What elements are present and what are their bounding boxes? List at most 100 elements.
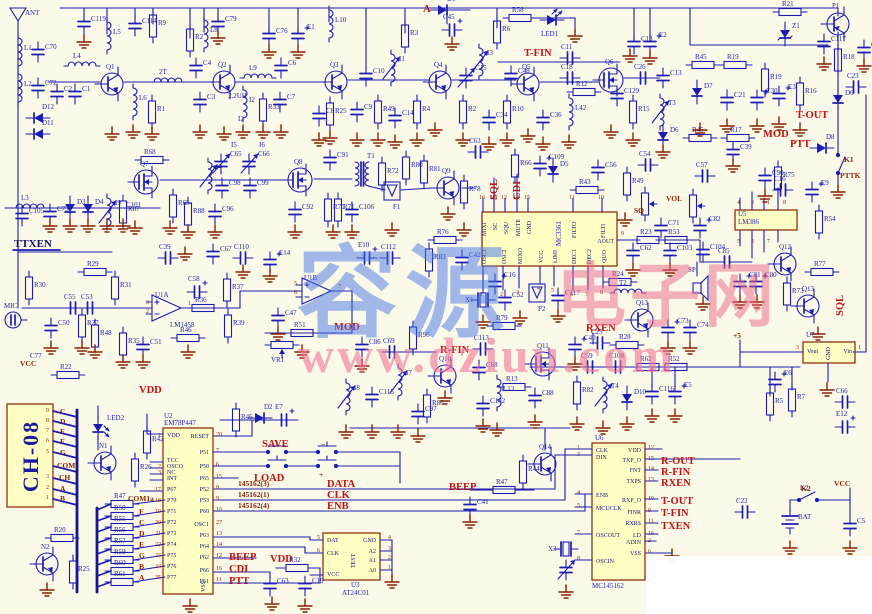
wire [96,559,112,566]
text-label: A0 [369,568,376,574]
wire [52,451,78,459]
ground-symbol-264 [290,44,306,59]
capacitor-c34 [482,109,496,131]
text-label: I6 [259,141,265,149]
capacitor-c115 [365,386,379,408]
designator-c53: C53 [81,293,93,301]
resistor-r20 [44,533,80,543]
designator-d12: D12 [42,103,55,111]
designator-r87: R87 [128,205,140,213]
wire [96,515,112,522]
designator-r39: R39 [233,319,245,327]
text-label: QUO [602,249,608,263]
designator-c10: C10 [373,67,385,75]
text-label: P75 [167,553,176,559]
text-label: 3 [146,300,149,306]
inductor-t2 [609,288,647,294]
text-label: RXEN [586,323,616,334]
ground-symbol-357 [39,582,55,597]
designator-r46: R46 [180,326,192,334]
text-label: P50 [200,464,209,470]
designator-2t: 2T [159,68,168,76]
capacitor-e5 [668,383,687,405]
designator-c57: C57 [696,161,708,169]
antenna-ant [9,7,27,27]
resistor-r73 [782,276,792,312]
text-label: 16 [648,531,654,537]
text-label: GND [527,220,533,234]
wire [96,526,112,533]
designator-q12: Q12 [779,243,792,251]
text-label: OSCO [167,464,184,470]
wire [52,488,78,496]
inductor-i3 [470,43,489,81]
ground-symbol-269 [104,126,120,141]
text-label: VDD [270,554,293,565]
designator-r44: R44 [528,465,540,473]
text-label: FNT [630,468,642,474]
text-label: 3 [158,470,161,476]
designator-l13: L13 [503,385,515,393]
text-label: RXRS [625,521,641,527]
resistor-r25 [325,96,335,132]
ground-symbol-329 [364,424,380,439]
capacitor-c92 [288,201,302,223]
resistor-r26 [130,452,140,488]
ground-symbol-308 [287,224,303,239]
capacitor-c129 [610,85,624,107]
designator-t1: T1 [367,152,375,160]
text-label: 12 [501,195,507,201]
designator-c39: C39 [740,143,752,151]
text-label: 6 [570,292,573,298]
diode-d4 [82,195,94,221]
designator-r70: R70 [333,203,345,211]
inductor-l42 [568,93,574,131]
capacitor-c14 [388,107,402,129]
wire [132,554,166,561]
text-label: 7 [338,284,341,290]
ground-symbol-348 [695,296,711,311]
wire [132,499,166,505]
designator-q4: Q4 [434,61,443,69]
text-label: 8 [46,418,49,424]
designator-c6: C6 [288,59,297,67]
designator-c97: C97 [425,405,437,413]
designator-led2: LED2 [107,414,125,422]
diode-d8 [809,142,835,154]
designator-r27: R27 [87,319,99,327]
ground-symbol-336 [569,416,585,431]
ground-symbol-316 [80,218,96,233]
resistor-r60 [104,566,140,576]
designator-d2: D2 [264,403,273,411]
ground-symbol-365 [235,264,251,279]
designator-r50: R50 [114,504,126,512]
designator-c16d: C16 [504,271,516,279]
designator-c63c: C63 [277,577,289,585]
text-label: P70 [167,498,176,504]
resistor-r28 [609,340,645,350]
capacitor-c2 [50,83,64,105]
designator-e12: E12 [836,410,848,418]
ground-symbol-309 [325,224,341,239]
text-label: Vout [807,349,819,355]
text-label: F [60,437,65,446]
capacitor-c47 [271,307,285,329]
resistor-r51 [284,328,320,338]
text-label: CH [59,473,70,482]
text-label: B [60,494,65,503]
resistor-r33b [258,92,268,128]
text-label: U6 [595,434,604,442]
ground-symbol-331 [410,428,426,443]
filter-p2 [528,283,546,303]
resistor-r52 [658,362,694,372]
watermark-suffix: 电子网 [556,259,778,336]
text-label: P53 [200,498,209,504]
designator-r45: R45 [695,53,707,61]
diode-d12 [25,112,51,124]
designator-c92: C92 [302,203,314,211]
capacitor-c62 [626,242,640,264]
designator-r33b: R33 [268,103,280,111]
text-label: 2 [46,485,49,491]
designator-c74: C74 [697,321,709,329]
inductor-t4 [594,376,613,414]
